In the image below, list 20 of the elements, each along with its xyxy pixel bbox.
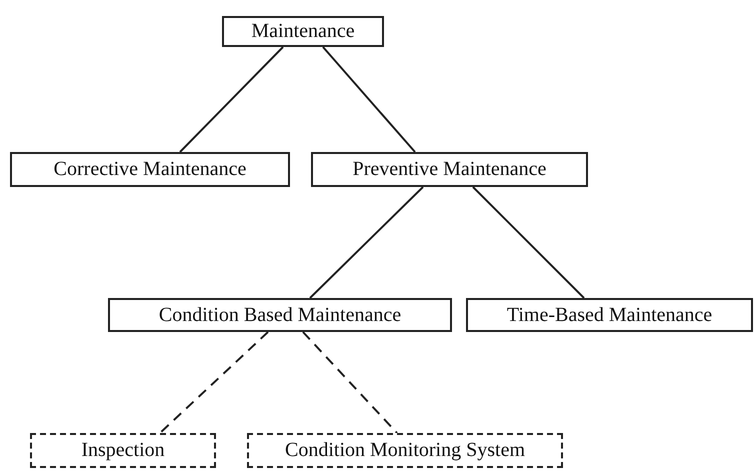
connector-line	[322, 46, 416, 153]
node-label: Condition Monitoring System	[284, 439, 526, 462]
node-label: Time-Based Maintenance	[506, 304, 712, 326]
process-box	[466, 298, 753, 332]
process-box	[10, 152, 290, 187]
dashed-connector	[159, 331, 269, 434]
dashed-box	[30, 433, 216, 468]
connector-line	[179, 46, 284, 153]
dashed-connector	[302, 331, 398, 434]
node-label: Maintenance	[251, 20, 355, 43]
connector-line	[472, 186, 585, 299]
node-label: Inspection	[81, 439, 165, 462]
process-box	[108, 298, 452, 332]
process-box	[222, 16, 384, 47]
node-label: Preventive Maintenance	[352, 158, 546, 181]
connector-line	[309, 186, 424, 299]
dashed-box	[247, 433, 563, 468]
node-label: Condition Based Maintenance	[158, 304, 402, 326]
node-label: Corrective Maintenance	[54, 158, 246, 181]
process-box	[311, 152, 588, 187]
